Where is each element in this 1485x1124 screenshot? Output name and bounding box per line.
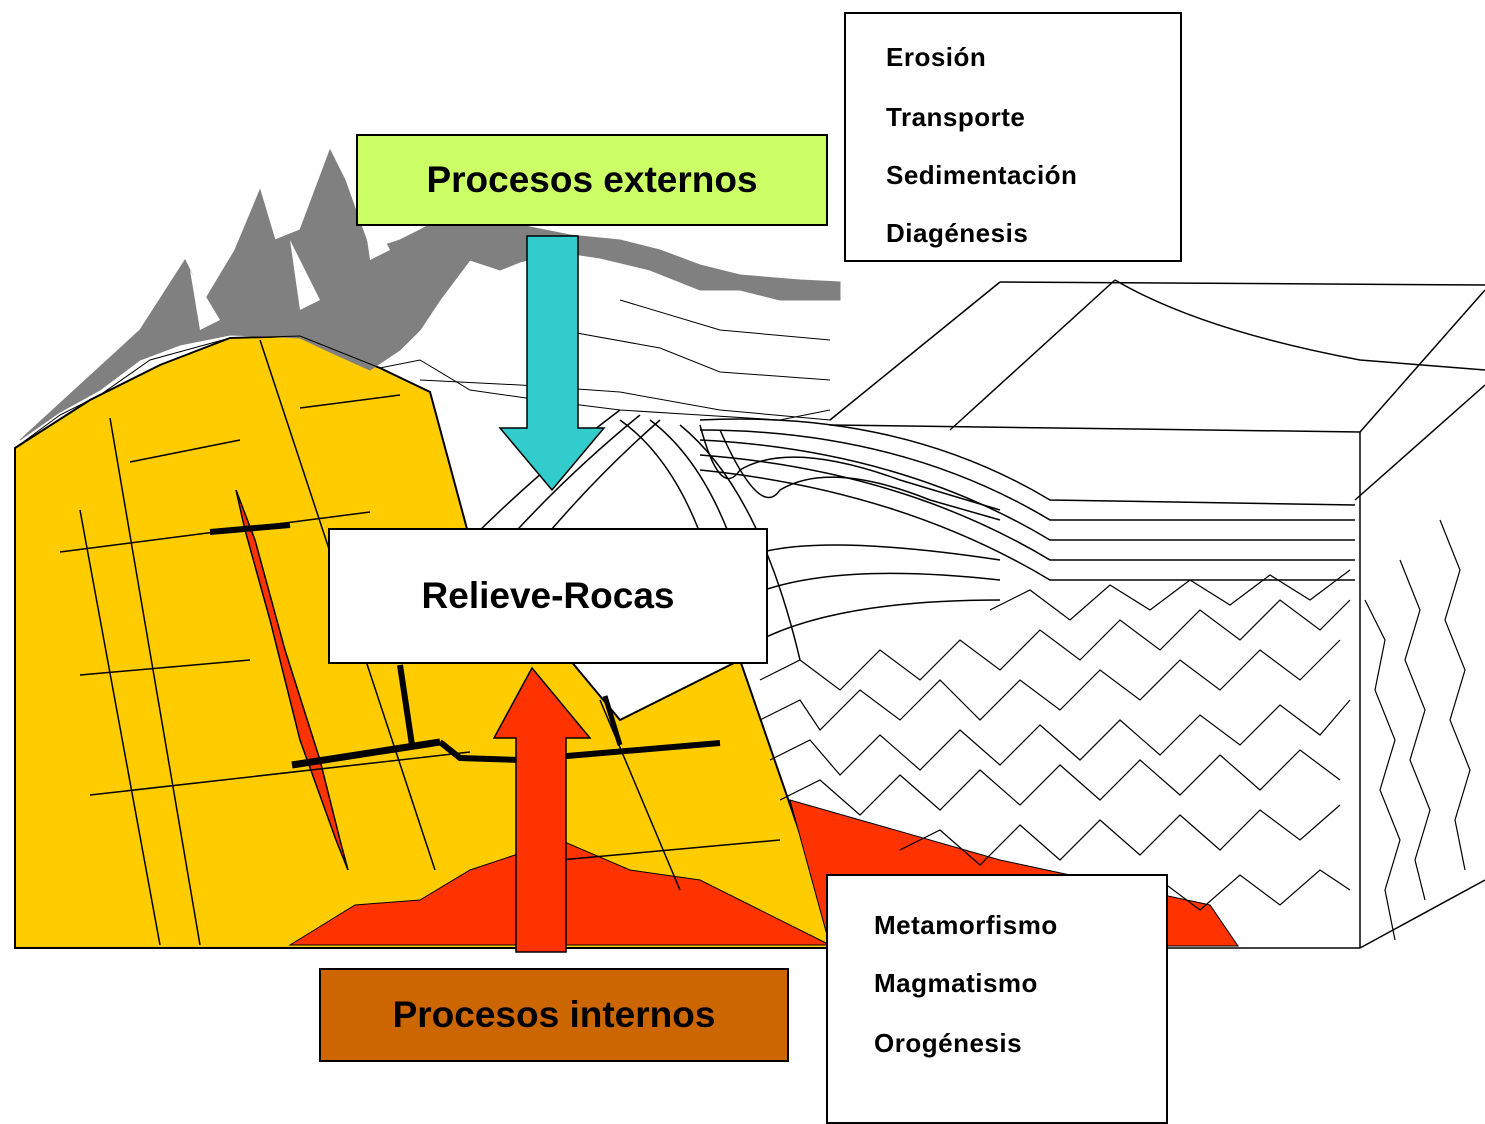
internal-processes-label: Procesos internos [393, 994, 716, 1036]
down-arrow [500, 236, 604, 490]
external-processes-list: Erosión Transporte Sedimentación Diagéne… [844, 12, 1182, 262]
external-process-item: Transporte [886, 102, 1180, 160]
external-processes-box: Procesos externos [356, 134, 828, 226]
external-process-item: Diagénesis [886, 218, 1180, 249]
internal-process-item: Magmatismo [874, 968, 1166, 1028]
internal-process-item: Orogénesis [874, 1028, 1166, 1059]
internal-processes-box: Procesos internos [319, 968, 789, 1062]
internal-processes-list: Metamorfismo Magmatismo Orogénesis [826, 874, 1168, 1124]
external-process-item: Sedimentación [886, 160, 1180, 218]
external-process-item: Erosión [886, 42, 1180, 102]
relief-rocks-box: Relieve-Rocas [328, 528, 768, 664]
external-processes-label: Procesos externos [426, 159, 757, 201]
relief-rocks-label: Relieve-Rocas [422, 575, 675, 617]
flat-strata [700, 419, 1355, 580]
internal-process-item: Metamorfismo [874, 910, 1166, 968]
